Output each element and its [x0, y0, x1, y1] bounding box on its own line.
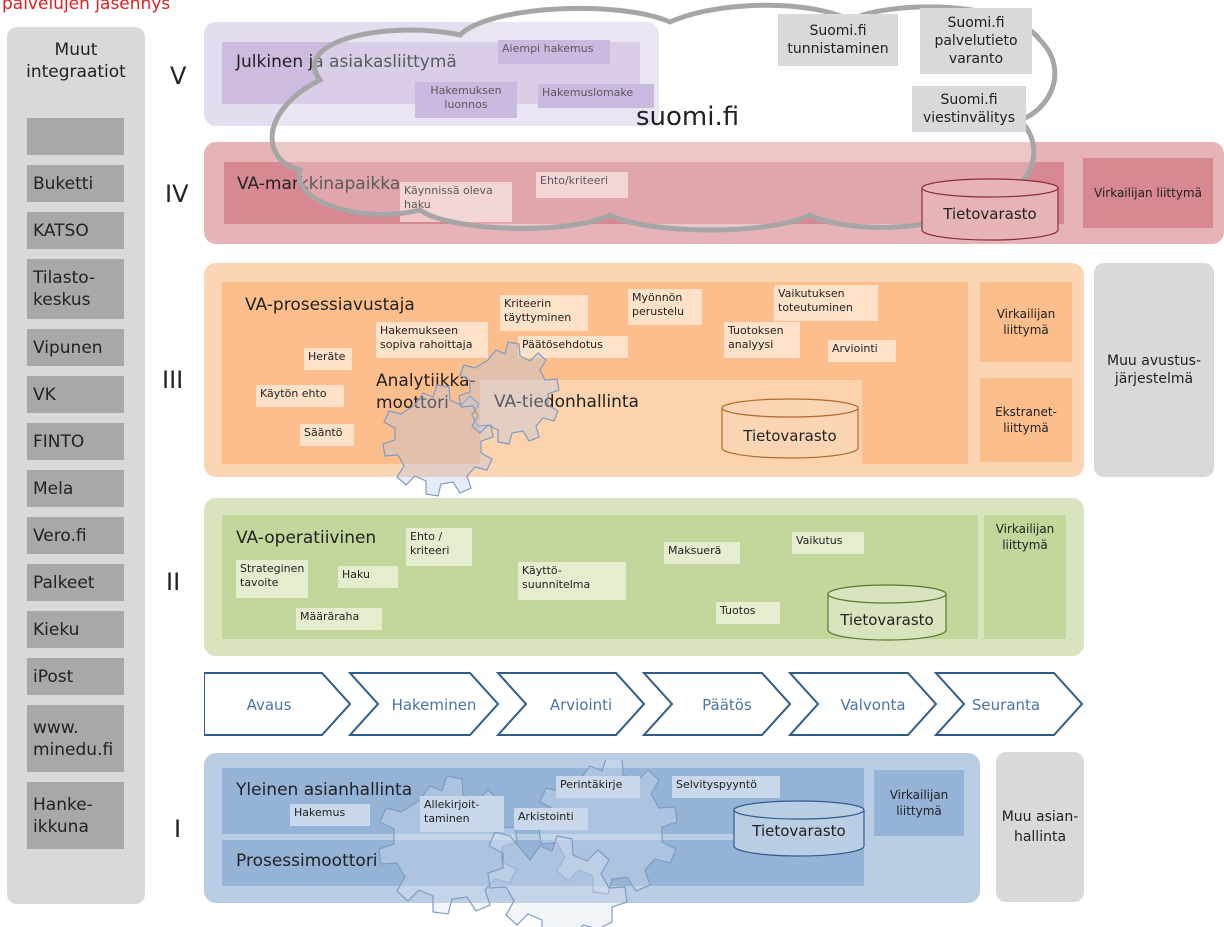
case-management-title: Yleinen asianhallinta — [236, 780, 413, 800]
chip-trigger: Heräte — [304, 348, 352, 370]
official-interface-ii: Virkailijan liittymä — [984, 515, 1066, 639]
chip-suitable-funder: Hakemukseen sopiva rahoittaja — [376, 322, 488, 358]
step-arviointi-shape — [495, 672, 646, 736]
storage-iii-label: Tietovarasto — [743, 427, 837, 445]
integration-item-ipost: iPost — [27, 658, 124, 695]
other-case-management: Muu asian-hallinta — [996, 752, 1084, 902]
integration-item-katso: KATSO — [27, 212, 124, 249]
service-messaging: Suomi.fi viestinvälitys — [912, 86, 1026, 132]
process-engine-title: Prosessimoottori — [236, 851, 378, 871]
suomi-fi-label: suomi.fi — [636, 102, 740, 132]
chip-grant-justification: Myönnön perustelu — [628, 289, 702, 325]
chip-ongoing-call: Käynnissä oleva haku — [400, 182, 512, 222]
chip-condition-criterion-iv: Ehto/kriteeri — [536, 172, 628, 198]
chip-previous-application: Aiempi hakemus — [498, 40, 610, 64]
gear-icon-analytics — [382, 341, 560, 497]
layer-v-numeral: V — [170, 62, 187, 90]
storage-i-icon — [733, 800, 865, 857]
process-assistant-title: VA-prosessiavustaja — [245, 295, 415, 315]
storage-ii-icon — [827, 584, 947, 641]
service-information-repository: Suomi.fi palvelutieto varanto — [920, 8, 1032, 74]
step-paatos-shape — [641, 672, 792, 736]
official-interface-i: Virkailijan liittymä — [874, 770, 964, 836]
marketplace-title: VA-markkinapaikka — [237, 174, 401, 194]
integration-item-mela: Mela — [27, 470, 124, 507]
integration-item-hankeikkuna: Hanke-ikkuna — [27, 782, 124, 849]
step-hakeminen-shape — [347, 672, 500, 736]
chip-call: Haku — [338, 566, 398, 588]
other-integrations-panel: Muut integraatiot Buketti KATSO Tilasto-… — [7, 27, 145, 904]
layer-iv-numeral: IV — [165, 180, 189, 208]
diagram-title: palvelujen jäsennys — [2, 0, 171, 14]
chip-rule: Sääntö — [300, 424, 354, 446]
step-avaus-shape — [204, 672, 352, 736]
analytics-engine-title: Analytiikka-moottori — [376, 371, 476, 413]
chip-instalment: Maksuerä — [664, 542, 740, 564]
other-integrations-heading: Muut integraatiot — [26, 40, 126, 82]
integration-item-buketti: Buketti — [27, 165, 124, 202]
chip-output-analysis: Tuotoksen analyysi — [724, 322, 800, 358]
chip-archiving: Arkistointi — [514, 808, 588, 830]
step-avaus: Avaus — [247, 696, 292, 714]
chip-evaluation: Arviointi — [828, 340, 896, 362]
chip-usage-plan: Käyttö-suunnitelma — [518, 562, 626, 600]
chip-signing: Allekirjoit-taminen — [420, 796, 504, 832]
storage-iv-icon — [921, 178, 1059, 241]
layer-i-numeral: I — [174, 815, 182, 843]
chip-impact: Vaikutus — [792, 532, 864, 554]
integration-item-finto: FINTO — [27, 423, 124, 460]
data-management-title: VA-tiedonhallinta — [494, 392, 639, 412]
chip-appropriation: Määräraha — [296, 608, 382, 630]
layer-ii-numeral: II — [166, 568, 181, 596]
step-arviointi: Arviointi — [550, 696, 612, 714]
storage-iii-icon — [721, 398, 859, 459]
integration-item-vipunen: Vipunen — [27, 329, 124, 366]
service-identification: Suomi.fi tunnistaminen — [778, 14, 898, 66]
step-valvonta-shape — [787, 672, 938, 736]
official-interface-iii: Virkailijan liittymä — [980, 282, 1072, 362]
integration-item-vk: VK — [27, 376, 124, 413]
operative-title: VA-operatiivinen — [236, 528, 377, 548]
process-chevrons: Avaus Hakeminen Arviointi Päätös Valvont… — [204, 672, 1084, 736]
step-hakeminen: Hakeminen — [392, 696, 477, 714]
chip-decision-proposal: Päätösehdotus — [518, 336, 628, 358]
chip-impact-realisation: Vaikutuksen toteutuminen — [774, 285, 878, 321]
chip-application-draft: Hakemuksen luonnos — [415, 82, 517, 118]
step-paatos: Päätös — [702, 696, 752, 714]
chip-condition-criterion-ii: Ehto / kriteeri — [406, 528, 472, 566]
step-seuranta-shape — [933, 672, 1084, 736]
storage-ii-label: Tietovarasto — [840, 611, 934, 629]
chip-application-form: Hakemuslomake — [538, 84, 654, 108]
step-seuranta: Seuranta — [972, 696, 1040, 714]
chip-criterion-fulfilment: Kriteerin täyttyminen — [500, 295, 588, 331]
chip-usage-condition: Käytön ehto — [256, 385, 344, 407]
storage-i-label: Tietovarasto — [752, 822, 846, 840]
extranet-interface: Ekstranet-liittymä — [980, 378, 1072, 462]
integration-item-tilastokeskus: Tilasto-keskus — [27, 259, 124, 319]
official-interface-iv: Virkailijan liittymä — [1083, 158, 1213, 228]
other-grant-system: Muu avustus-järjestelmä — [1094, 263, 1214, 477]
integration-item-kieku: Kieku — [27, 611, 124, 648]
integration-item-minedu: www. minedu.fi — [27, 705, 124, 772]
integration-item-blank — [27, 118, 124, 155]
public-interface-title: Julkinen ja asiakasliittymä — [236, 52, 457, 72]
chip-collection-letter: Perintäkirje — [556, 776, 640, 798]
storage-iv-label: Tietovarasto — [943, 205, 1037, 223]
chip-application: Hakemus — [290, 804, 370, 826]
chip-strategic-goal: Strateginen tavoite — [236, 560, 308, 598]
chip-output: Tuotos — [716, 602, 780, 624]
integration-item-vero: Vero.fi — [27, 517, 124, 554]
chip-report-request: Selvityspyyntö — [672, 776, 780, 798]
step-valvonta: Valvonta — [840, 696, 905, 714]
integration-item-palkeet: Palkeet — [27, 564, 124, 601]
layer-iii-numeral: III — [162, 366, 184, 394]
